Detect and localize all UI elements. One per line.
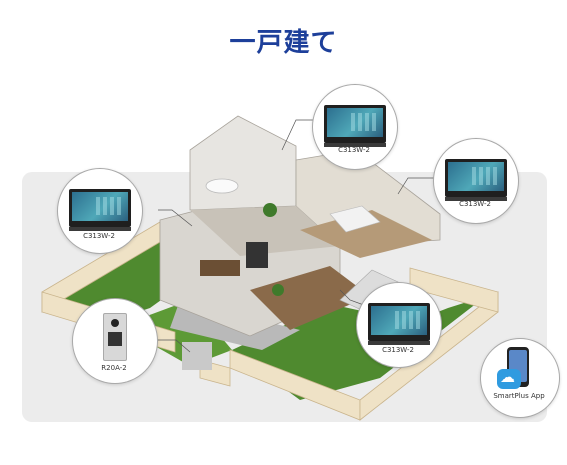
- plant: [272, 284, 284, 296]
- indoor-monitor-icon: [324, 105, 386, 147]
- gate-area: [182, 342, 212, 370]
- bed: [329, 205, 381, 233]
- cloud-app-icon: [497, 368, 521, 389]
- device-label: R20A-2: [101, 364, 127, 372]
- device-label: C313W-2: [338, 146, 370, 154]
- kitchen-cabinet: [246, 242, 268, 268]
- bedroom-floor: [300, 210, 432, 258]
- device-label: C313W-2: [83, 232, 115, 240]
- indoor-monitor-icon: [368, 303, 430, 345]
- kitchen-counter: [200, 260, 240, 276]
- door-station-callout: [72, 298, 158, 384]
- monitor-callout-top: [312, 84, 398, 170]
- indoor-monitor-icon: [445, 159, 507, 201]
- plant: [263, 203, 277, 217]
- upper-floor-left: [189, 115, 297, 211]
- bathtub: [205, 178, 239, 194]
- upper-floor-slab: [190, 206, 340, 256]
- living-room-floor: [250, 266, 370, 330]
- page-title: 一戸建て: [229, 28, 338, 58]
- door-station-icon: [103, 313, 127, 361]
- monitor-callout-left: [57, 168, 143, 254]
- device-label: C313W-2: [382, 346, 414, 354]
- monitor-callout-bottom: [356, 282, 442, 368]
- device-label: C313W-2: [459, 200, 491, 208]
- app-callout: [480, 338, 560, 418]
- device-label: SmartPlus App: [493, 392, 545, 400]
- leader-lines: [154, 119, 436, 353]
- indoor-monitor-icon: [69, 189, 131, 231]
- monitor-callout-right: [433, 138, 519, 224]
